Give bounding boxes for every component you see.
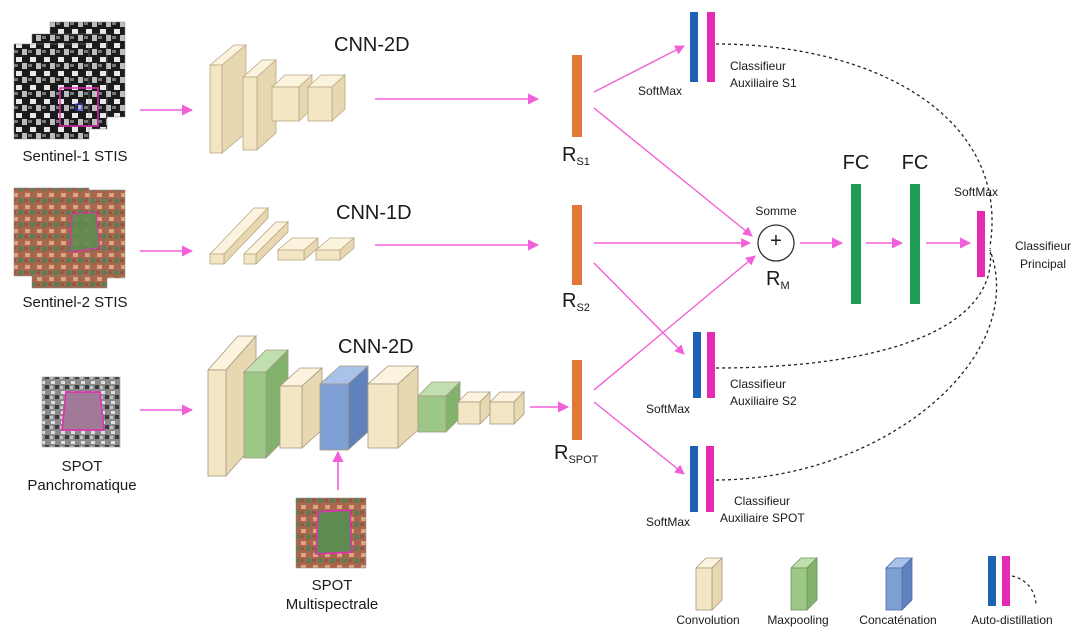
arrow-rs1-to-aux-s1 [593, 45, 685, 93]
legend-maxpooling-swatch [790, 557, 818, 611]
aux-s1-label-line2: Auxiliaire S1 [730, 76, 797, 90]
legend-distillation-label: Auto-distillation [971, 613, 1053, 627]
spot-ms-label-line2: Multispectrale [285, 596, 379, 613]
representation-s2-label: RS2 [562, 290, 590, 314]
sum-label: Somme [755, 204, 797, 218]
arrow-rs1-to-sum [593, 107, 753, 237]
legend-convolution-label: Convolution [676, 613, 740, 627]
arrow-rspot-to-aux-spot [593, 401, 685, 475]
cnn-s1-title: CNN-2D [334, 34, 410, 56]
sentinel-1-image-stack [13, 21, 126, 140]
aux-s1-label-line1: Classifieur [730, 59, 787, 73]
aux-s2-label-line2: Auxiliaire S2 [730, 394, 797, 408]
aux-classifier-spot-bars [690, 446, 714, 512]
main-classifier-label-line1: Classifieur [1014, 239, 1072, 253]
spot-panchromatic-image [41, 376, 121, 448]
spot-ms-label-line1: SPOT [311, 577, 353, 594]
aux-s2-label-line1: Classifieur [730, 377, 787, 391]
aux-spot-softmax-label: SoftMax [646, 515, 691, 529]
arrow-rs2-to-aux-s2 [593, 262, 685, 355]
sum-symbol: + [770, 230, 782, 252]
representation-spot-label: RSPOT [554, 442, 599, 466]
legend-distillation-swatch [988, 556, 1037, 607]
representation-bar-spot [572, 360, 582, 440]
aux-classifier-s2-bars [693, 332, 715, 398]
aux-s1-softmax-label: SoftMax [638, 84, 683, 98]
main-softmax-label: SoftMax [953, 185, 999, 199]
sentinel-1-label: Sentinel-1 STIS [22, 148, 128, 165]
arrow-rspot-to-sum [593, 255, 756, 391]
fc-bar-1 [851, 184, 861, 304]
aux-spot-label-line1: Classifieur [734, 494, 791, 508]
cnn-s2-title: CNN-1D [336, 202, 412, 224]
aux-classifier-s1-bars [690, 12, 715, 82]
cnn-2d-s1-layers [208, 44, 347, 154]
legend-convolution-swatch [695, 557, 723, 611]
spot-multispectral-image [295, 497, 367, 569]
representation-merged-label: RM [766, 268, 790, 292]
fc1-label: FC [842, 152, 870, 174]
cnn-2d-spot-layers [207, 334, 525, 478]
sentinel-2-label: Sentinel-2 STIS [22, 294, 128, 311]
sum-node [757, 224, 795, 262]
spot-pan-label-line2: Panchromatique [27, 477, 137, 494]
aux-spot-label-line2: Auxiliaire SPOT [720, 511, 805, 525]
distillation-links [715, 43, 997, 481]
spot-pan-label-line1: SPOT [61, 458, 103, 475]
sentinel-2-image-stack [13, 187, 126, 289]
representation-bar-s2 [572, 205, 582, 285]
cnn-1d-s2-layers [209, 207, 356, 265]
main-softmax-bar [977, 211, 985, 277]
legend-concatenation-swatch [885, 557, 913, 611]
representation-s1-label: RS1 [562, 144, 590, 168]
main-classifier-label-line2: Principal [1019, 257, 1067, 271]
fc2-label: FC [901, 152, 929, 174]
cnn-spot-title: CNN-2D [338, 336, 414, 358]
representation-bar-s1 [572, 55, 582, 137]
fc-bar-2 [910, 184, 920, 304]
aux-s2-softmax-label: SoftMax [646, 402, 691, 416]
legend-maxpooling-label: Maxpooling [767, 613, 829, 627]
legend-concatenation-label: Concaténation [859, 613, 937, 627]
